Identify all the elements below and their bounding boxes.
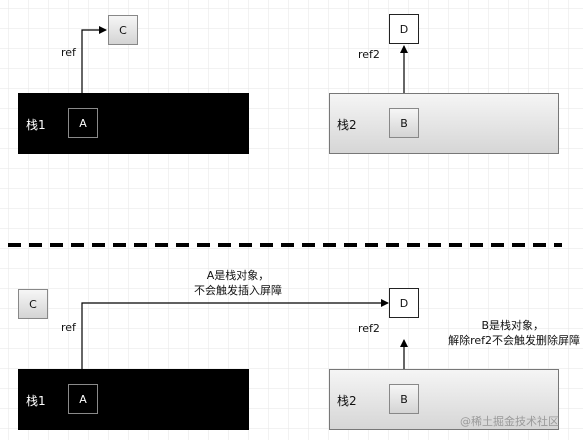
node-c-top: C <box>108 15 138 45</box>
node-b-bottom: B <box>389 384 419 414</box>
stack1-bottom: 栈1 <box>18 369 249 430</box>
note-b-line-1: B是栈对象， <box>481 319 544 332</box>
stack2-top: 栈2 <box>329 93 559 154</box>
node-a-top: A <box>68 108 98 138</box>
stack1-top: 栈1 <box>18 93 249 154</box>
node-d-top: D <box>389 14 419 44</box>
stack2-top-title: 栈2 <box>337 118 357 132</box>
ref-label-bottom: ref <box>61 321 76 334</box>
node-a-bottom: A <box>68 384 98 414</box>
stack2-bottom: 栈2 <box>329 369 559 430</box>
node-b-top: B <box>389 108 419 138</box>
note-a-stack-object: A是栈对象， 不会触发插入屏障 <box>158 268 318 298</box>
ref-arrow-top <box>81 26 107 108</box>
node-c-bottom: C <box>18 289 48 319</box>
ref-label-top: ref <box>61 46 76 59</box>
ref2-label-bottom: ref2 <box>358 322 380 335</box>
stack1-bottom-title: 栈1 <box>26 394 46 408</box>
ref2-label-top: ref2 <box>358 48 380 61</box>
node-d-bottom: D <box>389 288 419 318</box>
watermark: @稀土掘金技术社区 <box>460 415 559 428</box>
note-b-stack-object: B是栈对象， 解除ref2不会触发删除屏障 <box>420 318 580 348</box>
note-a-line-1: A是栈对象， <box>206 269 270 282</box>
ref-arrow-bottom <box>81 299 389 384</box>
note-b-line-2: 解除ref2不会触发删除屏障 <box>448 334 580 347</box>
stack1-top-title: 栈1 <box>26 118 46 132</box>
stack2-bottom-title: 栈2 <box>337 394 357 408</box>
note-a-line-2: 不会触发插入屏障 <box>194 284 282 297</box>
